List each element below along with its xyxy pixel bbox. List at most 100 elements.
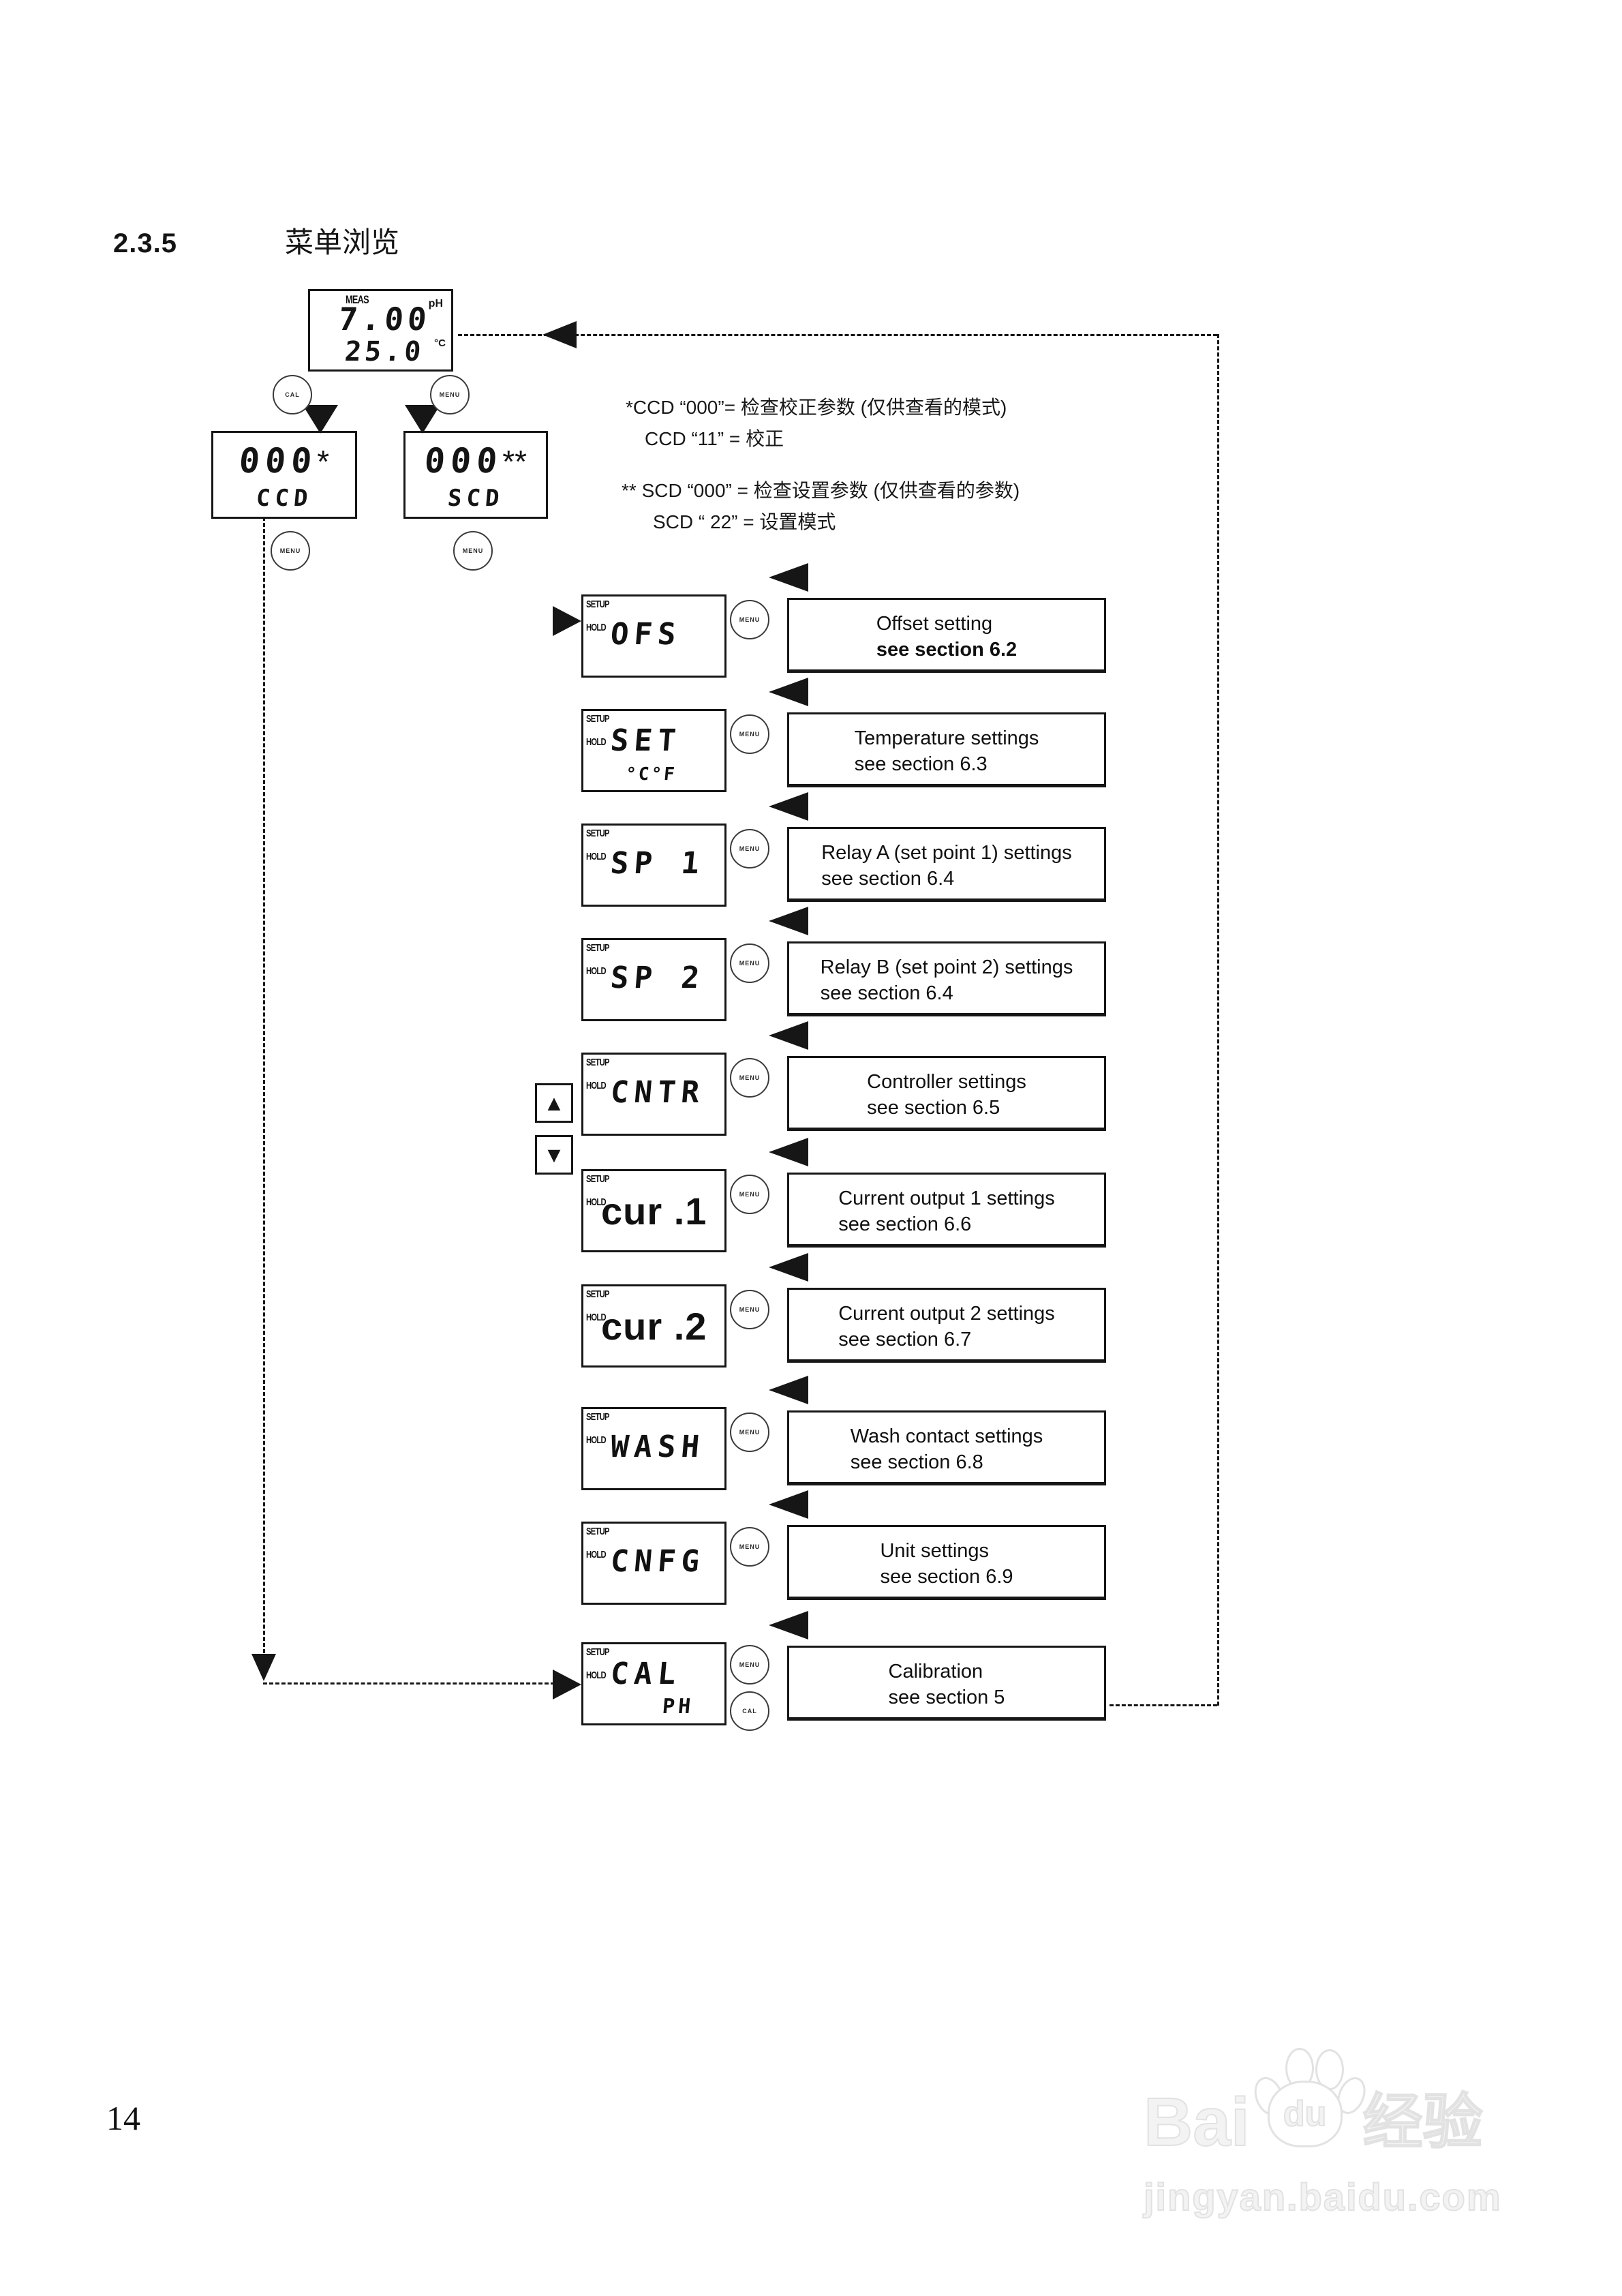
setup-flag: SETUP [586,599,610,610]
description-line1: Calibration [888,1661,983,1682]
menu-code: OFS [609,617,683,652]
menu-code-text: CNFG [609,1544,707,1579]
hold-flag: HOLD [586,1549,607,1560]
scd-mark: ** [502,444,527,479]
cal-button: CAL [730,1691,769,1731]
menu-description: Current output 2 settings see section 6.7 [789,1301,1104,1353]
watermark-brand: Bai [1143,2084,1251,2160]
meas-label: MEAS [346,293,369,306]
menu-button: MENU [730,943,769,983]
up-button: ▲ [535,1083,573,1123]
menu-button: MENU [730,1413,769,1452]
menu-code-text: SP 1 [609,846,707,881]
menu-button: MENU [730,600,769,639]
menu-code: SP 2 [609,961,707,995]
setup-flag: SETUP [586,1173,610,1185]
menu-description: Current output 1 settings see section 6.6 [789,1185,1104,1237]
menu-button: MENU [453,531,493,571]
loop-arrow [769,1376,808,1404]
loop-arrow [769,907,808,935]
loop-arrow [769,1253,808,1282]
setup-flag: SETUP [586,1288,610,1300]
watermark-url: jingyan.baidu.com [1143,2175,1502,2219]
menu-description: Wash contact settings see section 6.8 [789,1423,1104,1475]
menu-code: CNTR [609,1075,707,1110]
description-line2: see section 6.6 [838,1213,972,1235]
menu-code-text: SET [609,723,683,758]
hold-flag: HOLD [586,1196,607,1208]
loop-arrow [769,792,808,821]
hold-flag: HOLD [586,1312,607,1323]
menu-code: cur .1 [601,1189,707,1233]
menu-code: SET [609,723,683,758]
menu-code-line2: °C°F [625,764,677,785]
description-line1: Unit settings [880,1540,990,1562]
watermark-suffix: 经验 [1362,2087,1484,2156]
hold-flag: HOLD [586,736,607,748]
description-line2: see section 6.4 [821,868,955,890]
setup-flag: SETUP [586,1526,610,1537]
description-line1: Current output 2 settings [838,1303,1055,1325]
menu-button: MENU [730,1058,769,1098]
return-arrow [542,321,577,348]
menu-description-box: Calibration see section 5 [787,1646,1106,1721]
menu-button: MENU [730,829,769,868]
hold-flag: HOLD [586,622,607,633]
menu-code-text: CNTR [609,1075,707,1110]
lcd-to-scd-arrow [405,405,440,434]
annotation-ccd-1: *CCD “000”= 检查校正参数 (仅供查看的模式) [626,397,1007,418]
setup-flag: SETUP [586,1646,610,1658]
loop-arrow [769,1138,808,1166]
description-line1: Temperature settings [854,727,1039,749]
scd-display: 000** SCD [403,431,548,519]
annotation-scd-2: SCD “ 22” = 设置模式 [653,511,836,532]
menu-button: MENU [430,375,470,414]
description-line2: see section 6.8 [850,1451,983,1473]
loop-arrow [769,678,808,706]
description-line2: see section 6.4 [820,982,953,1004]
baidu-watermark: Bai du 经验 jingyan.baidu.com [1143,2048,1502,2219]
hold-flag: HOLD [586,1080,607,1091]
description-line1: Wash contact settings [850,1425,1043,1447]
description-line2: see section 6.7 [838,1329,972,1350]
return-path-top [458,334,1217,336]
return-path-right [1217,334,1219,1706]
paw-pad: du [1267,2081,1343,2147]
setup-flag: SETUP [586,942,610,954]
menu-button: MENU [730,1645,769,1685]
description-line1: Current output 1 settings [838,1188,1055,1209]
menu-code-text: cur .2 [601,1305,707,1348]
description-line2: see section 6.2 [876,639,1017,661]
enter-ofs-arrow [553,606,581,636]
menu-code: CAL [609,1657,683,1691]
return-path-bottom [1110,1704,1217,1706]
menu-code-text: SP 2 [609,961,707,995]
page-number: 14 [106,2099,140,2137]
annotation-ccd-2: CCD “11” = 校正 [645,428,784,449]
menu-description: Calibration see section 5 [789,1659,1104,1710]
menu-code: cur .2 [601,1304,707,1348]
ccd-mark: * [317,444,330,479]
enter-cal-arrow [553,1670,581,1700]
menu-description-box: Wash contact settings see section 6.8 [787,1410,1106,1485]
menu-code: SP 1 [609,846,707,881]
description-line2: see section 5 [888,1687,1005,1708]
section-title: 菜单浏览 [284,226,399,259]
description-line1: Relay A (set point 1) settings [821,842,1072,864]
hold-flag: HOLD [586,851,607,862]
measurement-display: MEAS pH 7.00 25.0 °C [308,289,453,372]
